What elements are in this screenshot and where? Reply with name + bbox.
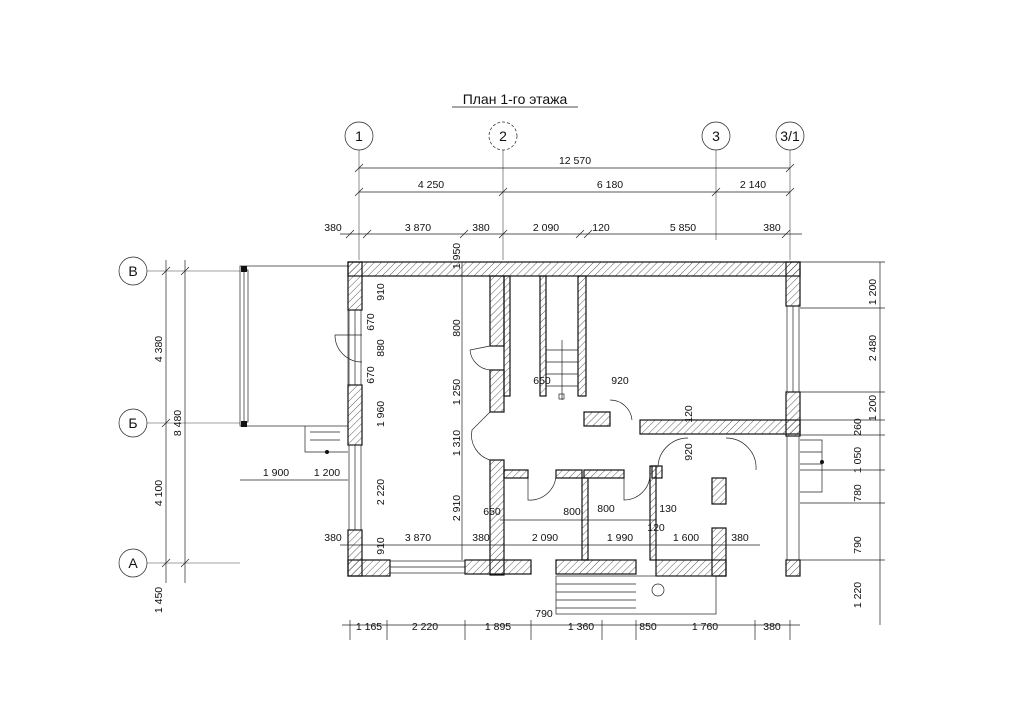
axis-label-1: 1 — [355, 128, 363, 144]
dim-cw-0: 1 950 — [451, 243, 463, 269]
dim-left-4380: 4 380 — [153, 336, 165, 362]
dim-overall: 12 570 — [559, 155, 591, 167]
dim-right-7: 1 220 — [852, 582, 864, 608]
dim-row3-1: 3 870 — [405, 222, 431, 234]
dim-misc-5: 800 — [563, 506, 581, 518]
dim-row3-3: 2 090 — [533, 222, 559, 234]
dim-bottom-2: 1 895 — [485, 621, 511, 633]
dim-misc-8: 120 — [647, 522, 665, 534]
axis-label-3: 3 — [712, 128, 720, 144]
dim-lw-1: 670 — [365, 313, 377, 331]
dim-lw-2: 880 — [375, 339, 387, 357]
dim-porch-1: 1 200 — [314, 467, 340, 479]
top-dimensions: 12 570 4 250 6 180 2 140 380 3 870 380 2… — [324, 155, 802, 239]
axis-label-a: А — [128, 555, 138, 571]
dim-row2-1: 6 180 — [597, 179, 623, 191]
dim-bottom-1: 2 220 — [412, 621, 438, 633]
dim-bottom-0: 1 165 — [356, 621, 382, 633]
dim-br-5: 1 600 — [673, 532, 699, 544]
dim-bottom-5: 1 760 — [692, 621, 718, 633]
right-dimensions: 1 200 2 480 1 200 260 1 050 780 790 1 22… — [800, 261, 885, 625]
dim-row3-5: 5 850 — [670, 222, 696, 234]
dim-right-3: 260 — [852, 418, 864, 436]
dim-lw-6: 910 — [375, 537, 387, 555]
dim-row2-0: 4 250 — [418, 179, 444, 191]
dim-br-4: 1 990 — [607, 532, 633, 544]
dim-right-2: 1 200 — [867, 395, 879, 421]
dim-br-2: 380 — [472, 532, 490, 544]
entrance-steps — [555, 575, 717, 615]
dim-left-8480: 8 480 — [172, 410, 184, 436]
dim-br-0: 380 — [324, 532, 342, 544]
row-axes: В Б А — [118, 256, 240, 578]
dim-lw-0: 910 — [375, 283, 387, 301]
axis-label-b: Б — [128, 415, 137, 431]
column-axes: 1 2 3 3/1 — [344, 121, 805, 260]
dim-right-4: 1 050 — [852, 447, 864, 473]
dim-misc-7: 130 — [659, 503, 677, 515]
dim-left-1450: 1 450 — [153, 587, 165, 613]
dim-row2-2: 2 140 — [740, 179, 766, 191]
dim-right-0: 1 200 — [867, 279, 879, 305]
dim-right-1: 2 480 — [867, 335, 879, 361]
dim-porch-0: 1 900 — [263, 467, 289, 479]
dim-right-5: 780 — [852, 484, 864, 502]
dim-lw-4: 1 960 — [375, 401, 387, 427]
building-walls — [347, 261, 801, 577]
axis-label-3-1: 3/1 — [780, 128, 800, 144]
dim-bottom-3: 1 360 — [568, 621, 594, 633]
side-steps — [800, 439, 824, 493]
axis-label-v: В — [128, 263, 137, 279]
dim-row3-4: 120 — [592, 222, 610, 234]
dim-br-1: 3 870 — [405, 532, 431, 544]
bottom-dimensions: 1 165 2 220 1 895 1 360 850 1 760 380 — [342, 620, 800, 640]
left-dimensions: 4 380 4 100 1 450 8 480 — [153, 260, 190, 613]
dim-bottom-4: 850 — [639, 621, 657, 633]
interior-dimensions: 910 670 880 670 1 960 2 220 910 1 950 80… — [324, 243, 760, 620]
plan-title: План 1-го этажа — [463, 91, 568, 107]
dim-bottom-6: 380 — [763, 621, 781, 633]
dim-br-6: 380 — [731, 532, 749, 544]
dim-misc-9: 790 — [535, 608, 553, 620]
dim-misc-6: 800 — [597, 503, 615, 515]
dim-cw-2: 1 250 — [451, 379, 463, 405]
dim-cw-1: 800 — [451, 319, 463, 337]
axis-label-2: 2 — [499, 128, 507, 144]
dim-cw-3: 1 310 — [451, 430, 463, 456]
dim-left-4100: 4 100 — [153, 480, 165, 506]
dim-row3-2: 380 — [472, 222, 490, 234]
dim-lw-3: 670 — [365, 366, 377, 384]
dim-row3-6: 380 — [763, 222, 781, 234]
dim-lw-5: 2 220 — [375, 479, 387, 505]
porch: 1 900 1 200 — [239, 265, 349, 481]
dim-misc-2: 120 — [683, 405, 695, 423]
dim-br-3: 2 090 — [532, 532, 558, 544]
windows — [348, 305, 800, 574]
stair — [546, 340, 578, 400]
doors — [334, 334, 757, 501]
dim-cw-4: 2 910 — [451, 495, 463, 521]
dim-misc-1: 920 — [611, 375, 629, 387]
dim-misc-3: 920 — [683, 443, 695, 461]
dim-row3-0: 380 — [324, 222, 342, 234]
dim-right-6: 790 — [852, 536, 864, 554]
dim-misc-0: 650 — [533, 375, 551, 387]
dim-misc-4: 650 — [483, 506, 501, 518]
